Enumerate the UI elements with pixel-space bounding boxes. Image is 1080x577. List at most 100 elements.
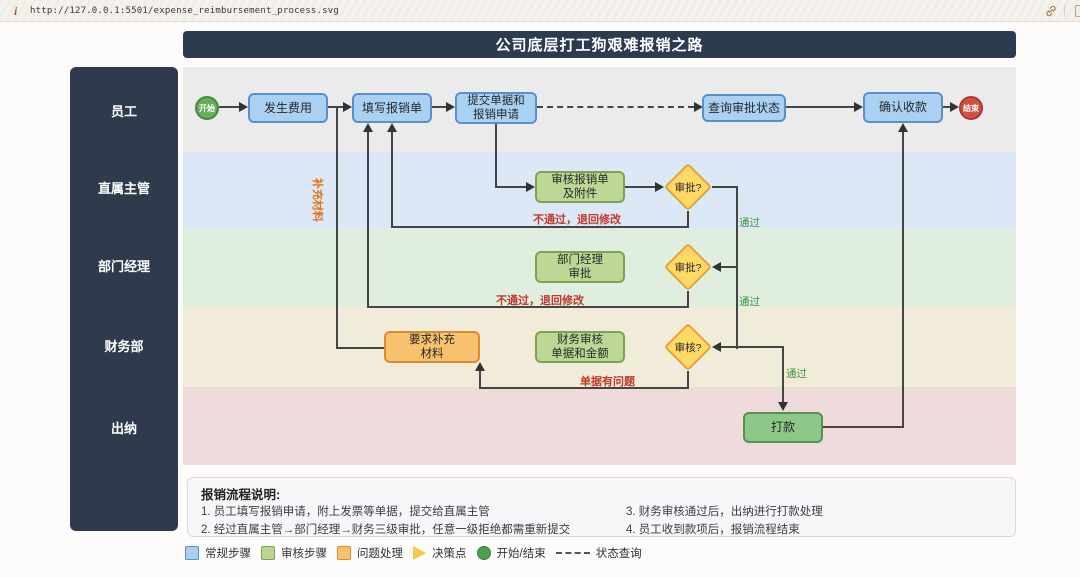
edge-label-reject: 不通过，退回修改 [533,214,621,226]
arrowhead [694,102,703,112]
edge-line [712,186,738,188]
lane-label-employee: 员工 [110,104,137,119]
orange-square-swatch [337,546,351,560]
edge-line [391,128,393,227]
end-node: 结束 [959,96,983,120]
lane-label-manager: 部门经理 [97,259,150,274]
decision-label: 审核? [674,341,702,354]
legend-item-regular: 常规步骤 [185,545,251,561]
legend: 常规步骤 审核步骤 问题处理 决策点 开始/结束 状态查询 [185,545,642,561]
edge-line [687,291,689,308]
decision-label: 审批? [674,181,702,194]
edge-label-pass: 通过 [786,368,807,380]
note-item: 3. 财务审核通过后，出纳进行打款处理 [626,506,823,518]
green-square-swatch [261,546,275,560]
lane-sidebar: 员工 直属主管 部门经理 财务部 出纳 [70,67,178,531]
node-submit: 提交单据和 报销申请 [455,92,537,124]
legend-label: 常规步骤 [205,548,251,560]
decision-label: 审批? [674,261,702,274]
edge-line [687,211,689,228]
edge-line [625,186,657,188]
edge-line [336,347,384,349]
arrowhead [854,102,863,112]
arrowhead [363,123,373,132]
legend-item-status-query: 状态查询 [555,545,642,561]
start-node: 开始 [195,96,219,120]
edge-line [391,226,688,228]
edge-line [719,346,783,348]
arrowhead [712,262,721,272]
arrowhead [950,102,959,112]
arrowhead [387,123,397,132]
edge-line [719,266,736,268]
legend-item-decision: 决策点 [413,545,467,561]
green-circle-swatch [476,546,491,560]
browser-top-bar: i http://127.0.0.1:5501/expense_reimburs… [0,0,1080,22]
edge-line [479,368,481,388]
node-payment: 打款 [743,412,823,443]
dashed-line-swatch [555,552,590,554]
diagram-title-bar: 公司底层打工狗艰难报销之路 [183,31,1016,58]
notes-title: 报销流程说明: [201,488,281,502]
process-notes-box: 报销流程说明: 1. 员工填写报销申请，附上发票等单据，提交给直属主管 2. 经… [187,477,1016,537]
edge-line [479,387,688,389]
edge-line [432,106,448,108]
edge-line [736,186,738,349]
edge-line [823,426,904,428]
edge-line [336,107,338,348]
lane-label-cashier: 出纳 [110,421,137,436]
edge-label-doc-issue: 单据有问题 [580,376,635,388]
edge-label-supplement: 补充材料 [311,178,323,222]
decision-manager: 审批? [663,242,713,292]
arrowhead [898,123,908,132]
diagram-title: 公司底层打工狗艰难报销之路 [495,37,704,54]
legend-item-problem: 问题处理 [337,545,403,561]
note-item: 4. 员工收到款项后，报销流程结束 [626,524,800,536]
arrowhead [778,402,788,411]
note-item: 1. 员工填写报销申请，附上发票等单据，提交给直属主管 [201,506,490,518]
node-fill-form: 填写报销单 [352,93,432,123]
edge-line [943,106,953,108]
arrowhead [655,182,664,192]
legend-label: 决策点 [432,548,467,560]
yellow-triangle-swatch [413,546,426,560]
note-item: 2. 经过直属主管→部门经理→财务三级审批，任意一级拒绝都需重新提交 [201,524,571,536]
edge-line [687,371,689,389]
status-query-dashed-line [537,106,694,108]
node-confirm-receipt: 确认收款 [863,92,943,123]
arrowhead [239,102,248,112]
arrowhead [446,102,455,112]
arrowhead [475,362,485,371]
edge-label-pass: 通过 [739,217,760,229]
info-icon: i [14,4,18,18]
edge-line [495,186,528,188]
url-bar[interactable]: http://127.0.0.1:5501/expense_reimbursem… [30,6,340,16]
edge-label-reject: 不通过，退回修改 [496,295,584,307]
node-finance-review: 财务审核 单据和金额 [535,331,625,363]
link-icon[interactable] [1044,4,1058,18]
edge-line [367,306,688,308]
arrowhead [343,102,352,112]
edge-line [495,124,497,187]
legend-label: 开始/结束 [496,548,546,560]
split-editor-icon[interactable] [1075,5,1080,17]
node-expense: 发生费用 [248,93,328,123]
legend-label: 问题处理 [357,548,403,560]
decision-finance: 审核? [663,322,713,372]
legend-label: 状态查询 [595,548,642,560]
node-manager-review: 部门经理 审批 [535,251,625,283]
node-request-materials: 要求补充 材料 [384,331,480,363]
edge-line [219,106,241,108]
edge-line [367,128,369,307]
decision-supervisor: 审批? [663,162,713,212]
legend-label: 审核步骤 [281,548,327,560]
arrowhead [712,342,721,352]
edge-label-pass: 通过 [739,296,760,308]
node-supervisor-review: 审核报销单 及附件 [535,171,625,203]
legend-item-review: 审核步骤 [261,545,327,561]
lane-label-supervisor: 直属主管 [97,181,150,196]
edge-line [782,346,784,403]
blue-square-swatch [185,546,199,560]
edge-line [902,128,904,428]
